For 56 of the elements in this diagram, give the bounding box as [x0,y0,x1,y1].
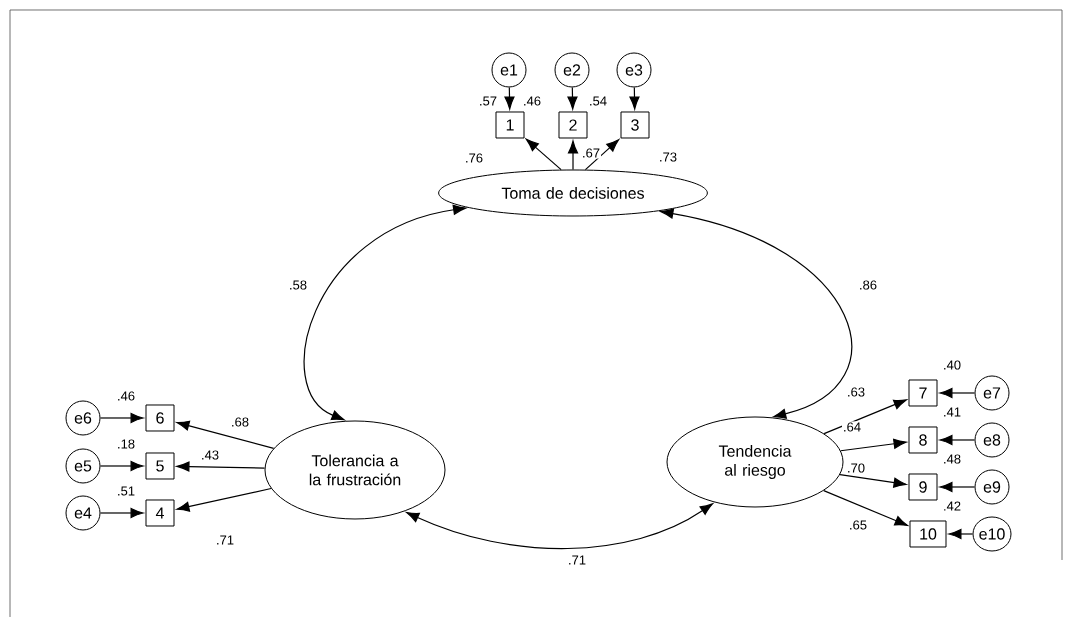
value-label: .57 [480,96,497,106]
arrow [176,461,266,472]
arrow [525,138,562,171]
arrow [303,204,467,421]
value-label: .46 [118,391,135,401]
value-label: .46 [524,96,541,106]
edge-label: .58 [287,279,309,291]
arrow [629,86,640,110]
arrow [99,507,144,519]
arrow [948,528,974,540]
value-label: .42 [944,501,961,511]
edge-label: .76 [463,152,485,164]
edge-label: .64 [841,421,863,433]
indicator-box: 1 [495,111,525,139]
value-label: .51 [118,486,135,496]
indicator-box: 4 [145,499,175,527]
edge-label: .68 [229,416,251,428]
arrow [406,503,714,550]
arrow [939,387,976,399]
arrow [660,208,852,419]
value-label: .41 [944,407,961,417]
arrow [939,434,976,446]
indicator-box: 8 [908,426,938,454]
value-label: .40 [944,360,961,370]
arrow [823,490,908,526]
edge-label: .43 [199,449,221,461]
value-label: .54 [590,96,607,106]
arrow [176,420,275,449]
indicator-box: 3 [620,111,650,139]
arrow [99,412,144,424]
edge-label: .70 [845,462,867,474]
arrow [939,481,976,493]
edge-label: .86 [857,279,879,291]
indicator-box: 7 [908,379,938,407]
edge-label: .63 [845,386,867,398]
indicator-box: 9 [908,473,938,501]
arrow [823,399,907,435]
arrow [567,140,579,171]
edge-label: .71 [566,554,588,566]
value-label: .18 [118,439,135,449]
edge-label: .71 [214,534,236,546]
value-label: .48 [944,454,961,464]
edge-label: .65 [847,519,869,531]
arrow [504,86,515,110]
indicator-box: 2 [558,111,588,139]
arrow [840,438,907,452]
indicator-box: 6 [145,404,175,432]
arrow [567,86,578,110]
arrow [839,474,907,488]
arrow [584,139,620,171]
arrow [176,487,272,512]
edge-label: .73 [657,151,679,163]
edge-label: .67 [580,147,602,159]
indicator-box: 10 [909,520,947,548]
arrow [99,460,144,472]
indicator-box: 5 [145,452,175,480]
